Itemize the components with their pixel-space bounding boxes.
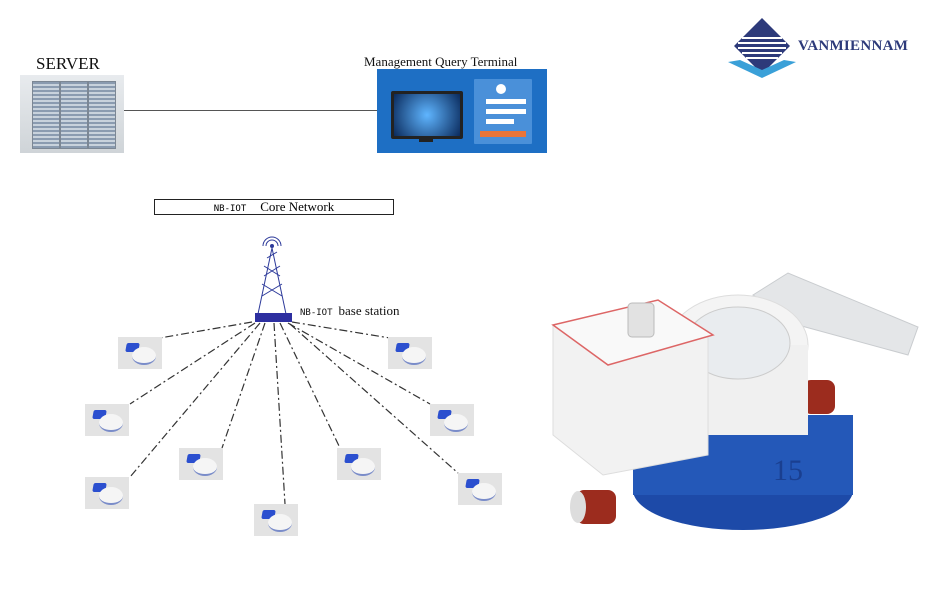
terminal-label: Management Query Terminal [364, 54, 518, 69]
vanmiennam-logo-icon [728, 18, 796, 78]
base-station-tower-icon [257, 236, 287, 315]
water-meter-node [118, 337, 162, 369]
water-meter-node [179, 448, 223, 480]
login-panel [474, 79, 532, 144]
server-terminal-link [124, 110, 378, 111]
water-meter-node [337, 448, 381, 480]
management-terminal-icon [377, 69, 547, 153]
svg-text:15: 15 [773, 454, 803, 487]
user-icon [496, 84, 506, 94]
water-meter-photo: 15 [551, 272, 919, 530]
water-meter-node [388, 337, 432, 369]
brand-name: VANMIENNAM [798, 38, 909, 54]
water-meter-node [254, 504, 298, 536]
water-meter-node [85, 404, 129, 436]
water-meter-node [85, 477, 129, 509]
server-icon [20, 75, 124, 153]
server-label: SERVER [36, 54, 100, 73]
water-meter-node [458, 473, 502, 505]
water-meter-node [430, 404, 474, 436]
